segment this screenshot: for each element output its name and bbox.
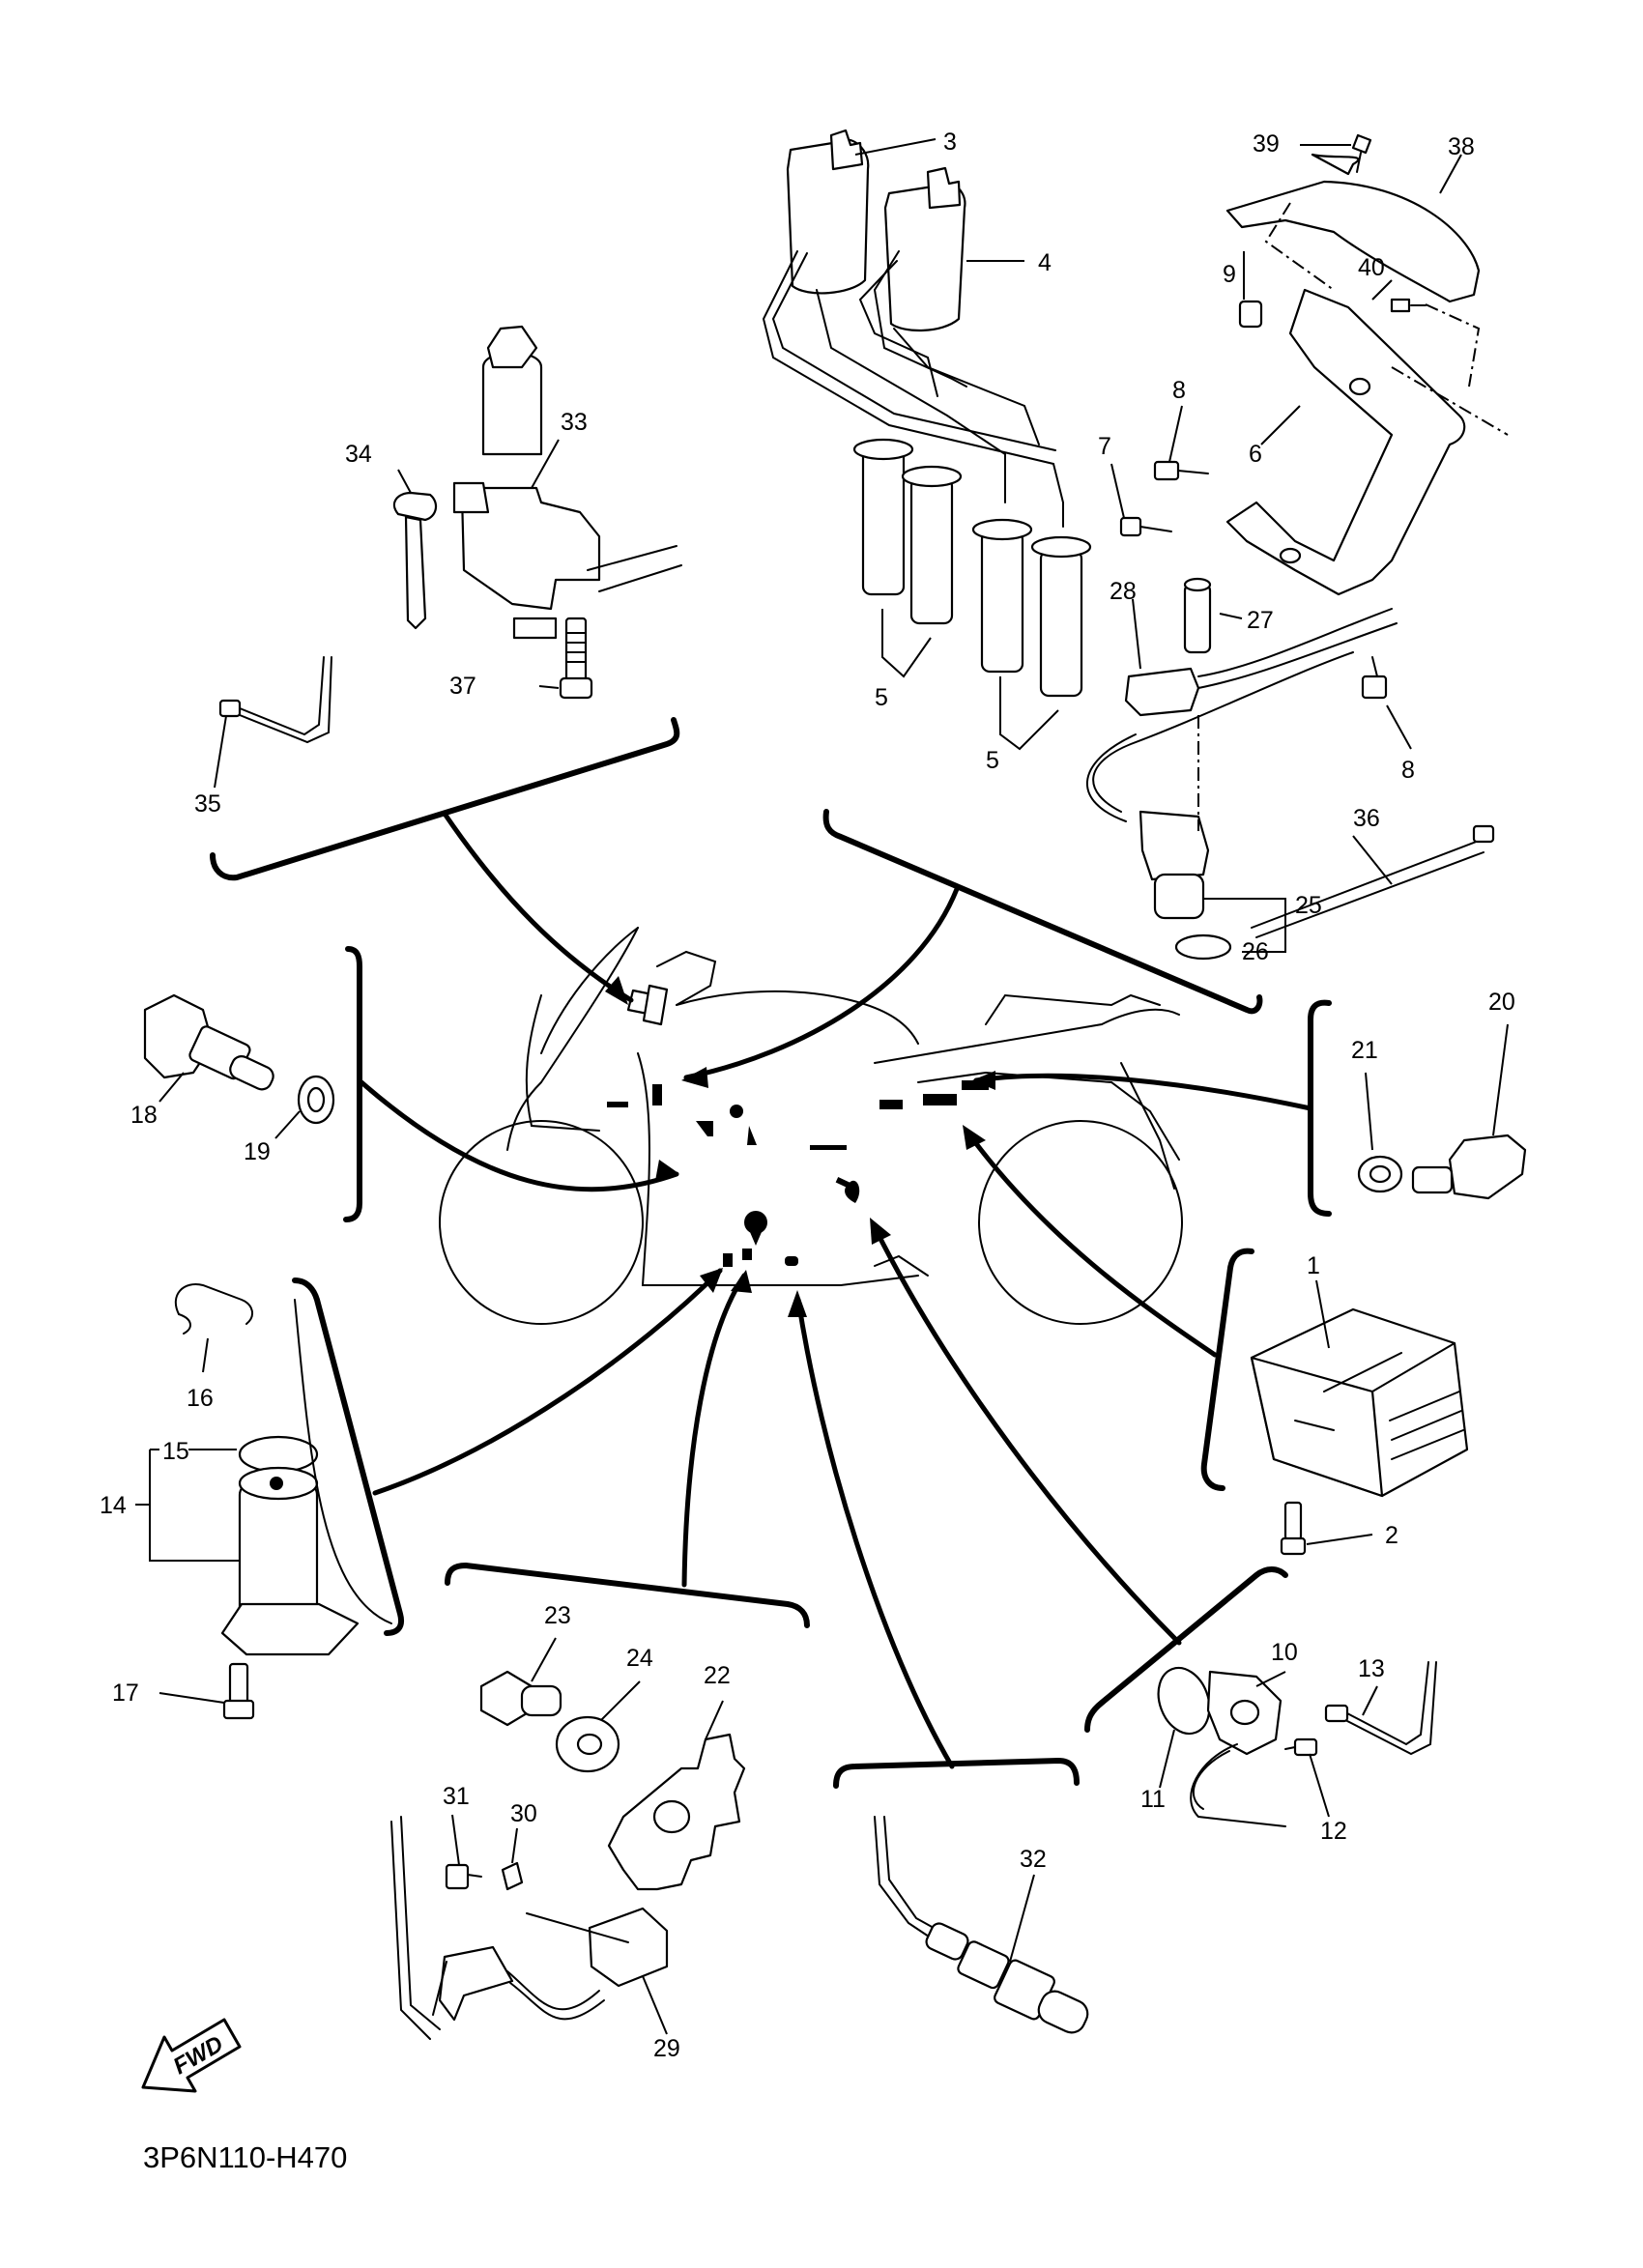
callout-39: 39 <box>1253 130 1280 158</box>
callout-35: 35 <box>194 790 221 818</box>
section-brackets <box>210 717 1332 1789</box>
pickup-coil-group <box>390 1814 669 2040</box>
callout-2: 2 <box>1385 1522 1398 1549</box>
callout-37: 37 <box>449 673 476 700</box>
solenoid-group <box>135 1283 392 1720</box>
callout-27: 27 <box>1247 607 1274 634</box>
callout-18: 18 <box>130 1102 158 1129</box>
callout-17: 17 <box>112 1679 139 1707</box>
callout-33: 33 <box>561 409 588 436</box>
callout-5a: 5 <box>875 684 888 711</box>
callout-11: 11 <box>1140 1786 1166 1813</box>
motorcycle-outline <box>439 927 1183 1325</box>
diagram-code: 3P6N110-H470 <box>143 2140 347 2174</box>
callout-30: 30 <box>510 1800 537 1827</box>
ecu-group <box>1250 1279 1469 1556</box>
pickup-rotor-group <box>479 1637 746 1891</box>
callout-22: 22 <box>704 1662 731 1689</box>
callout-29: 29 <box>653 2035 680 2062</box>
o2-sensor-group <box>874 1816 1089 2034</box>
callout-1: 1 <box>1307 1252 1320 1279</box>
pressure-sensor-group <box>1357 1023 1527 1200</box>
callout-10: 10 <box>1271 1639 1298 1666</box>
callout-36: 36 <box>1353 805 1380 832</box>
callout-7: 7 <box>1098 433 1111 460</box>
callout-12: 12 <box>1320 1818 1347 1845</box>
fwd-arrow-icon: FWD <box>141 2018 242 2093</box>
callout-19: 19 <box>244 1138 271 1165</box>
callout-labels: 1 2 3 4 5 5 6 7 8 8 9 10 11 12 13 14 15 … <box>100 129 1515 2062</box>
callout-8b: 8 <box>1401 757 1415 784</box>
callout-38: 38 <box>1448 133 1475 160</box>
callout-5b: 5 <box>986 747 999 774</box>
callout-28: 28 <box>1110 578 1137 605</box>
ecu-bracket-group <box>1110 133 1509 750</box>
callout-25: 25 <box>1295 892 1322 919</box>
sensor-10-group <box>1157 1661 1437 1827</box>
callout-4: 4 <box>1038 249 1052 276</box>
callout-34: 34 <box>345 441 372 468</box>
main-switch-group <box>214 325 682 789</box>
callout-26: 26 <box>1242 938 1269 965</box>
callout-23: 23 <box>544 1602 571 1629</box>
temp-sensor-group <box>143 993 335 1139</box>
callout-24: 24 <box>626 1645 653 1672</box>
callout-20: 20 <box>1488 989 1515 1016</box>
callout-31: 31 <box>443 1783 470 1810</box>
callout-15: 15 <box>162 1438 189 1465</box>
callout-13: 13 <box>1358 1655 1385 1682</box>
callout-14: 14 <box>100 1492 127 1519</box>
callout-32: 32 <box>1020 1846 1047 1873</box>
ignition-coil-group <box>762 129 1092 751</box>
sensor-group <box>1086 577 1495 961</box>
callout-3: 3 <box>943 129 957 156</box>
callout-40: 40 <box>1358 254 1385 281</box>
callout-6: 6 <box>1249 441 1262 468</box>
callout-21: 21 <box>1351 1037 1378 1064</box>
callout-8a: 8 <box>1172 377 1186 404</box>
callout-9: 9 <box>1223 261 1236 288</box>
callout-16: 16 <box>187 1385 214 1412</box>
